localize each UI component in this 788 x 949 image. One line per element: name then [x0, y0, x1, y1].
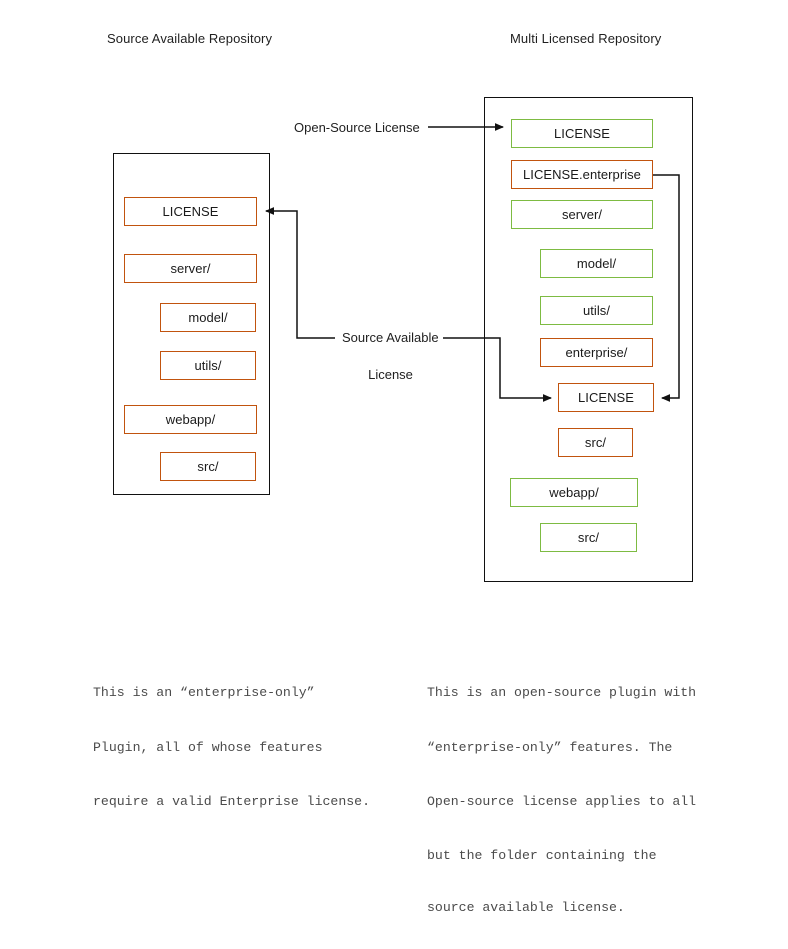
edge-label-open-source-license: Open-Source License — [294, 120, 420, 135]
node-left-server[interactable]: server/ — [124, 254, 257, 283]
arrow-source-available-to-left-license — [265, 207, 335, 339]
edge-label-line-2: License — [368, 367, 413, 382]
node-right-src-enterprise[interactable]: src/ — [558, 428, 633, 457]
caption-line: “enterprise-only” features. The — [427, 739, 673, 755]
node-right-license-enterprise[interactable]: LICENSE.enterprise — [511, 160, 653, 189]
caption-source-available: This is an “enterprise-only” Plugin, all… — [93, 651, 370, 845]
node-left-webapp[interactable]: webapp/ — [124, 405, 257, 434]
node-right-license-inner[interactable]: LICENSE — [558, 383, 654, 412]
caption-multi-licensed: This is an open-source plugin with “ente… — [427, 651, 696, 949]
caption-line: source available license. — [427, 899, 625, 915]
node-left-model[interactable]: model/ — [160, 303, 256, 332]
node-right-webapp[interactable]: webapp/ — [510, 478, 638, 507]
node-left-utils[interactable]: utils/ — [160, 351, 256, 380]
node-right-utils[interactable]: utils/ — [540, 296, 653, 325]
arrow-license-enterprise-to-inner-license — [653, 174, 680, 402]
heading-multi-licensed-repository: Multi Licensed Repository — [510, 31, 662, 46]
node-left-src[interactable]: src/ — [160, 452, 256, 481]
node-right-model[interactable]: model/ — [540, 249, 653, 278]
caption-line: Open-source license applies to all — [427, 794, 697, 809]
node-right-src-webapp[interactable]: src/ — [540, 523, 637, 552]
heading-source-available-repository: Source Available Repository — [107, 31, 273, 46]
edge-label-line-1: Source Available — [342, 330, 439, 345]
repo-box-multi-licensed — [484, 97, 693, 582]
caption-line: Plugin, all of whose features — [93, 739, 323, 755]
caption-line: require a valid Enterprise license. — [93, 794, 370, 809]
caption-line: This is an “enterprise-only” — [93, 685, 315, 700]
node-right-license[interactable]: LICENSE — [511, 119, 653, 148]
arrow-source-available-to-inner-license — [443, 337, 552, 402]
connector-layer — [265, 123, 680, 402]
caption-line: This is an open-source plugin with — [427, 685, 697, 700]
edge-label-source-available-license: Source Available License — [342, 330, 439, 382]
node-left-license[interactable]: LICENSE — [124, 197, 257, 226]
repo-box-source-available — [113, 153, 270, 495]
node-right-server[interactable]: server/ — [511, 200, 653, 229]
caption-line: but the folder containing the — [427, 847, 657, 863]
node-right-enterprise[interactable]: enterprise/ — [540, 338, 653, 367]
